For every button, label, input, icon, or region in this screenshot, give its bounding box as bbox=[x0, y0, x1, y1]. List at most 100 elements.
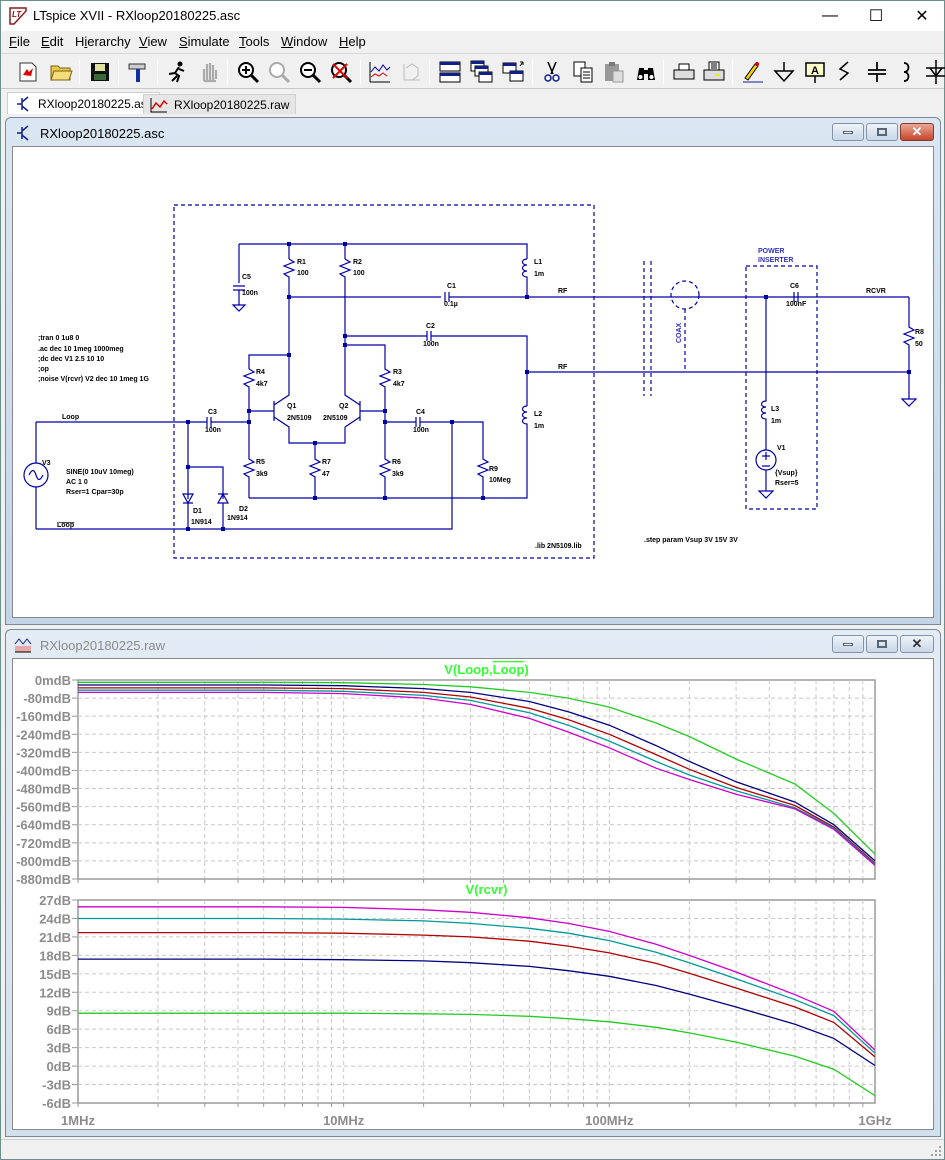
net-label-rf-bar[interactable]: RF bbox=[558, 364, 568, 371]
net-label-loop[interactable]: Loop bbox=[62, 414, 79, 421]
print-preview-button[interactable] bbox=[671, 59, 697, 85]
trace-rcvr-step-1[interactable] bbox=[78, 1012, 875, 1097]
restore-icon bbox=[877, 128, 887, 136]
r8-value: 50 bbox=[915, 341, 923, 348]
autoscale-button[interactable] bbox=[367, 59, 393, 85]
menu-hierarchy[interactable]: Hierarchy bbox=[75, 34, 131, 49]
run-button[interactable] bbox=[164, 59, 190, 85]
d1-value: 1N914 bbox=[191, 519, 212, 526]
find-binoculars-icon bbox=[637, 68, 655, 80]
r3-ref: R3 bbox=[393, 369, 402, 376]
zoom-in-button[interactable] bbox=[235, 59, 261, 85]
print-button[interactable] bbox=[701, 59, 727, 85]
place-ground-button[interactable] bbox=[771, 59, 797, 85]
paste-button[interactable] bbox=[601, 59, 627, 85]
directive-noise[interactable]: ;noise V(rcvr) V2 dec 10 1meg 1G bbox=[38, 376, 149, 383]
trace-rcvr-step-3[interactable] bbox=[78, 931, 875, 1058]
waveform-canvas[interactable]: 0mdB-80mdB-160mdB-240mdB-320mdB-400mdB-4… bbox=[12, 658, 934, 1130]
directive-tran[interactable]: ;tran 0 1u8 0 bbox=[38, 335, 79, 342]
title-bar: LT LTspice XVII - RXloop20180225.asc — ☐… bbox=[1, 1, 944, 31]
menu-edit[interactable]: Edit bbox=[41, 34, 63, 49]
copy-button[interactable] bbox=[570, 59, 596, 85]
halt-button[interactable] bbox=[196, 59, 222, 85]
toolbar-separator bbox=[429, 60, 430, 84]
power-inserter-label-2: INSERTER bbox=[758, 257, 793, 264]
trace-loop-step-4[interactable] bbox=[78, 689, 875, 865]
paste-icon bbox=[605, 62, 624, 83]
draw-wire-button[interactable] bbox=[740, 59, 766, 85]
trace-loop-step-2[interactable] bbox=[78, 684, 875, 862]
menu-help[interactable]: Help bbox=[339, 34, 366, 49]
v3-ref: V3 bbox=[42, 460, 51, 467]
trace-loop-step-5[interactable] bbox=[78, 691, 875, 866]
schematic-restore-button[interactable] bbox=[866, 123, 898, 141]
maximize-button[interactable]: ☐ bbox=[853, 1, 899, 31]
menu-view[interactable]: View bbox=[139, 34, 167, 49]
trace-title-rcvr[interactable]: V(rcvr) bbox=[466, 882, 508, 897]
schematic-close-button[interactable]: ✕ bbox=[900, 123, 934, 141]
plot-pane-rcvr[interactable]: 27dB24dB21dB18dB15dB12dB9dB6dB3dB0dB-3dB… bbox=[39, 882, 892, 1128]
l1-value: 1m bbox=[534, 271, 544, 278]
control-panel-button[interactable] bbox=[125, 59, 151, 85]
waveform-minimize-button[interactable] bbox=[832, 635, 864, 653]
trace-loop-step-1[interactable] bbox=[78, 681, 875, 855]
x-tick-label: 10MHz bbox=[323, 1113, 365, 1128]
open-button[interactable] bbox=[48, 59, 74, 85]
directive-dc[interactable]: ;dc dec V1 2.5 10 10 bbox=[38, 356, 104, 363]
trace-rcvr-step-2[interactable] bbox=[78, 958, 875, 1067]
save-button[interactable] bbox=[87, 59, 113, 85]
y-tick-label: -400mdB bbox=[16, 763, 71, 778]
schematic-canvas[interactable]: ;tran 0 1u8 0 .ac dec 10 1meg 1000meg ;d… bbox=[12, 146, 934, 618]
place-diode-button[interactable] bbox=[923, 59, 945, 85]
place-resistor-button[interactable] bbox=[833, 59, 859, 85]
net-label-rf[interactable]: RF bbox=[558, 288, 568, 295]
trace-title-loop[interactable]: V(Loop,Loop) bbox=[444, 662, 529, 677]
tab-schematic[interactable]: RXloop20180225.asc bbox=[7, 92, 160, 114]
toolbar-separator bbox=[118, 60, 119, 84]
lib-directive[interactable]: .lib 2N5109.lib bbox=[535, 543, 582, 550]
waveform-close-button[interactable]: ✕ bbox=[900, 635, 934, 653]
menu-tools[interactable]: Tools bbox=[239, 34, 269, 49]
copy-icon bbox=[573, 61, 593, 83]
pan-button[interactable] bbox=[266, 59, 292, 85]
minimize-button[interactable]: — bbox=[807, 1, 853, 31]
waveform-restore-button[interactable] bbox=[866, 635, 898, 653]
close-icon: ✕ bbox=[911, 636, 923, 651]
schematic-minimize-button[interactable] bbox=[832, 123, 864, 141]
menu-file[interactable]: File bbox=[9, 34, 30, 49]
arrange-button[interactable] bbox=[501, 59, 527, 85]
step-directive[interactable]: .step param Vsup 3V 15V 3V bbox=[644, 537, 738, 544]
trace-rcvr-step-5[interactable] bbox=[78, 906, 875, 1051]
directive-op[interactable]: ;op bbox=[38, 366, 49, 373]
toolbar-separator bbox=[360, 60, 361, 84]
tile-horizontal-button[interactable] bbox=[437, 59, 463, 85]
trace-rcvr-step-4[interactable] bbox=[78, 917, 875, 1054]
close-button[interactable]: ✕ bbox=[899, 1, 945, 31]
menu-help-accel: H bbox=[339, 34, 349, 49]
manual-limits-button[interactable] bbox=[399, 59, 425, 85]
menu-window-label: indow bbox=[293, 34, 328, 49]
cascade-button[interactable] bbox=[469, 59, 495, 85]
save-icon bbox=[91, 63, 109, 81]
trace-loop-step-3[interactable] bbox=[78, 687, 875, 864]
plot-pane-loop[interactable]: 0mdB-80mdB-160mdB-240mdB-320mdB-400mdB-4… bbox=[16, 662, 876, 887]
zoom-out-button[interactable] bbox=[297, 59, 323, 85]
menu-simulate[interactable]: Simulate bbox=[179, 34, 230, 49]
place-inductor-button[interactable] bbox=[895, 59, 921, 85]
menu-window[interactable]: Window bbox=[281, 34, 327, 49]
net-label-rcvr[interactable]: RCVR bbox=[866, 288, 886, 295]
zoom-fit-button[interactable] bbox=[328, 59, 354, 85]
directive-ac[interactable]: .ac dec 10 1meg 1000meg bbox=[38, 346, 124, 353]
resize-grip-icon[interactable] bbox=[930, 1145, 942, 1157]
minimize-icon: — bbox=[822, 7, 838, 24]
transistor-icon bbox=[17, 125, 29, 141]
v1-value: {Vsup} bbox=[775, 470, 798, 477]
new-schematic-button[interactable] bbox=[15, 59, 41, 85]
place-capacitor-button[interactable] bbox=[864, 59, 890, 85]
find-button[interactable] bbox=[633, 59, 659, 85]
waveform-autoscale-icon bbox=[369, 62, 391, 83]
tab-waveform[interactable]: RXloop20180225.raw bbox=[143, 94, 297, 114]
cut-button[interactable] bbox=[539, 59, 565, 85]
label-net-button[interactable]: A bbox=[802, 59, 828, 85]
net-label-loop-bar[interactable]: Loop bbox=[57, 522, 74, 529]
